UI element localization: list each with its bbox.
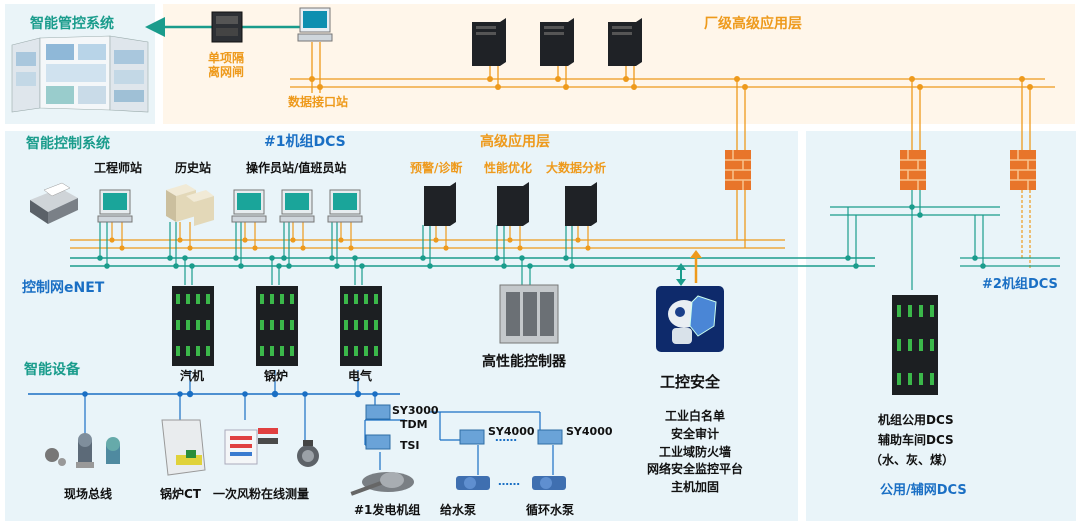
dashboard-icon [11,35,149,113]
isolation-gateway-icon [211,11,243,43]
field-instrument-icons [45,433,120,468]
enet-label: 控制网eNET [22,280,105,296]
eng-station-label: 工程师站 [94,161,143,175]
unit2-dcs-title: #2机组DCS [982,277,1058,292]
smart-devices-title: 智能设备 [24,362,80,378]
coal-powder-icon [224,428,278,465]
ics-security-title: 工控安全 [660,373,721,391]
bigdata-label: 大数据分析 [546,161,607,175]
aux-detail-label: （水、灰、煤） [870,453,955,467]
field-bus-label: 现场总线 [64,487,113,501]
workstation-icons [97,189,363,223]
sy4000-a-label: SY4000 [488,425,535,438]
sy4000-b-label: SY4000 [566,425,613,438]
dots-a: …… [495,431,517,444]
data-station-icon [297,7,333,42]
coal-powder-label: 一次风粉在线测量 [213,487,310,501]
plant-layer-title: 厂级高级应用层 [704,16,802,32]
adv-layer-title: 高级应用层 [480,134,550,150]
control-system-title: 智能控制系统 [26,136,110,152]
circ-pump-label: 循环水泵 [526,503,575,517]
security-item-hardening: 主机加固 [670,480,719,495]
plant-servers [472,18,642,66]
common-panel [806,131,1076,521]
turbine-label: 汽机 [180,369,205,383]
perf-label: 性能优化 [484,161,533,175]
common-dcs-label: 机组公用DCS [878,413,954,427]
boiler-ct-icon [161,419,206,476]
hp-controller-icon [499,284,559,344]
sy3000-label: SY3000 [392,404,439,417]
adv-servers [424,182,597,226]
dots-b: …… [498,475,520,488]
aux-dcs-label: 辅助车间DCS [878,433,954,447]
isolation-label: 单项隔 离网闸 [208,51,245,79]
flowmeter-icon [297,440,319,467]
history-station-label: 历史站 [175,161,212,175]
tdm-label: TDM [400,418,428,431]
mgmt-system-title: 智能管控系统 [30,16,114,32]
warning-label: 预警/诊断 [410,161,463,175]
data-station-label: 数据接口站 [288,95,349,109]
generator-rotor-icon [350,472,414,496]
boiler-label: 锅炉 [264,369,289,383]
security-item-whitelist: 工业白名单 [664,409,725,423]
unit1-dcs-title: #1机组DCS [264,134,346,150]
common-net-title: 公用/辅网DCS [880,483,967,498]
electric-label: 电气 [348,369,373,383]
firewall-icons [725,150,1036,190]
security-item-audit: 安全审计 [670,426,719,441]
sy3000-module-icons [365,404,563,450]
security-list: 工业白名单 安全审计 工业域防火墙 网络安全监控平台 主机加固 [630,409,760,495]
controller-cabinets [172,286,938,395]
hp-controller-label: 高性能控制器 [482,354,566,370]
tsi-label: TSI [400,439,420,452]
security-robot-icon [656,286,724,352]
history-server-icon [166,184,214,226]
printer-icon [30,182,78,224]
gen1-label: #1发电机组 [354,503,421,517]
feed-pump-label: 给水泵 [440,503,477,517]
security-item-monitor: 网络安全监控平台 [646,462,743,477]
boiler-ct-label: 锅炉CT [160,487,201,501]
pump-icons [456,476,566,490]
operator-station-label: 操作员站/值班员站 [246,161,347,175]
security-item-firewall: 工业域防火墙 [658,444,731,459]
